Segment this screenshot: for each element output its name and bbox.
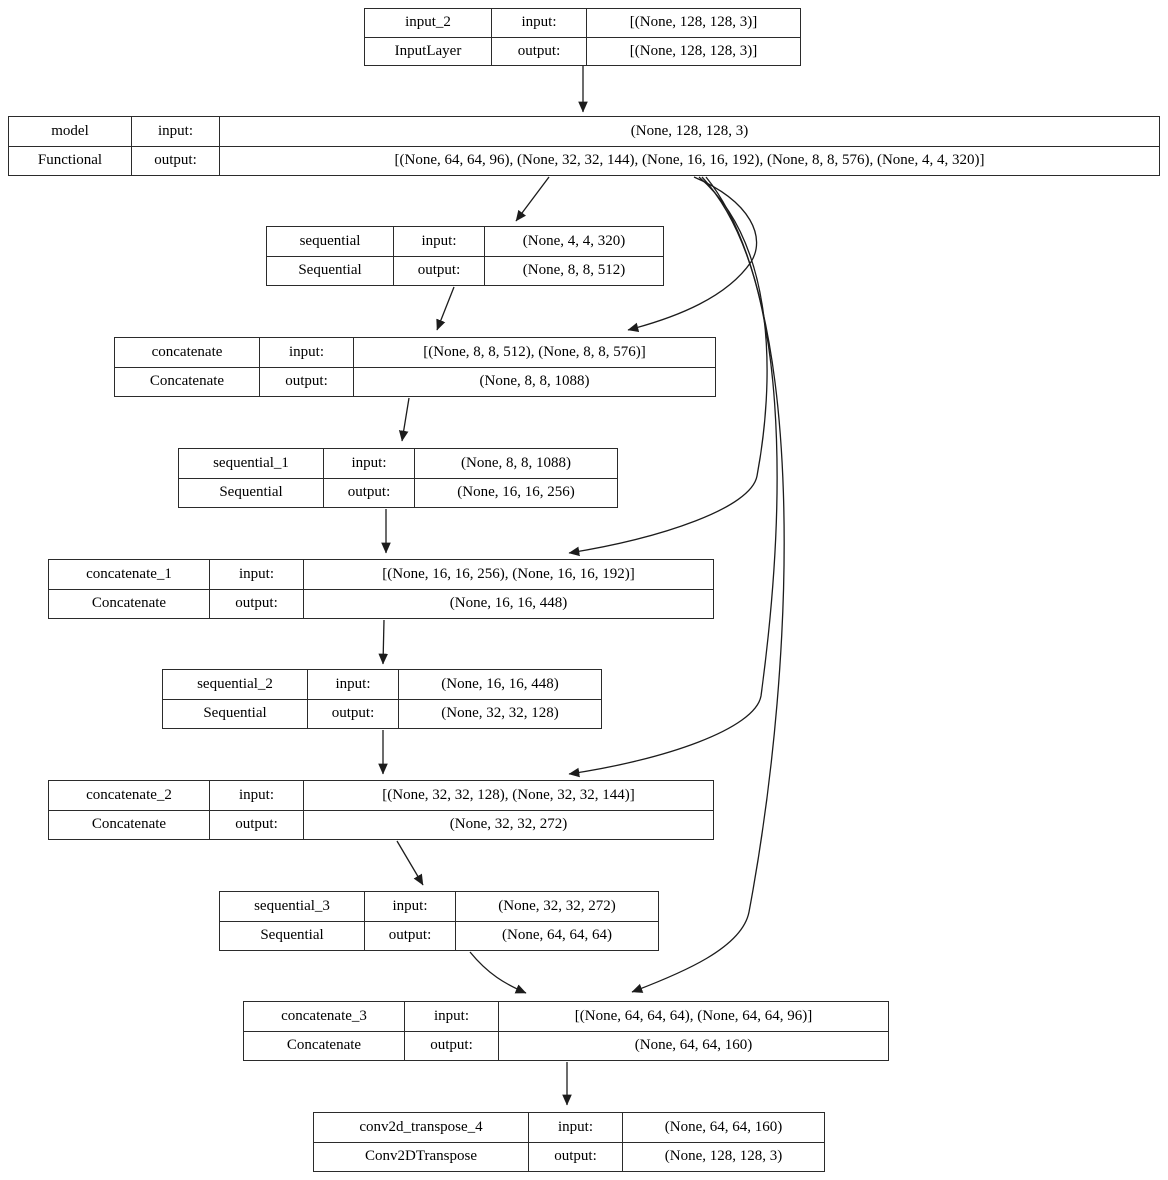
layer-name: concatenate_3 [281, 1007, 367, 1024]
input-shape-value: [(None, 32, 32, 128), (None, 32, 32, 144… [382, 786, 635, 803]
output-shape-value: (None, 16, 16, 256) [415, 477, 617, 508]
input-shape-value: (None, 16, 16, 448) [441, 675, 559, 692]
input-shape-value: [(None, 64, 64, 64), (None, 64, 64, 96)] [574, 1007, 813, 1024]
input-shape-value: (None, 128, 128, 3) [630, 122, 749, 139]
layer-class: Sequential [267, 255, 393, 286]
io-output-label: output: [308, 698, 398, 729]
output-shape-value: [(None, 128, 128, 3)] [587, 36, 800, 66]
io-output-label: output: [210, 588, 303, 619]
layer-name: concatenate_1 [86, 565, 172, 582]
output-shape-value: (None, 32, 32, 128) [399, 698, 601, 729]
output-shape-value: (None, 8, 8, 512) [485, 255, 663, 286]
layer-name: sequential_2 [197, 675, 273, 692]
layer-class: Concatenate [49, 588, 209, 619]
io-output-label: output: [210, 809, 303, 840]
layer-node-concatenate: concatenate Concatenate input: output: [… [114, 337, 716, 397]
layer-class: Functional [9, 145, 131, 176]
layer-name: concatenate_2 [86, 786, 172, 803]
layer-node-conv2d-transpose-4: conv2d_transpose_4 Conv2DTranspose input… [313, 1112, 825, 1172]
layer-class: Concatenate [244, 1030, 404, 1061]
layer-class: Sequential [220, 920, 364, 951]
layer-class: Sequential [179, 477, 323, 508]
layer-node-sequential-3: sequential_3 Sequential input: output: (… [219, 891, 659, 951]
io-input-label: input: [557, 1118, 593, 1135]
io-input-label: input: [157, 122, 193, 139]
layer-node-model: model Functional input: output: (None, 1… [8, 116, 1160, 176]
io-input-label: input: [421, 232, 457, 249]
io-input-label: input: [433, 1007, 469, 1024]
layer-node-sequential-1: sequential_1 Sequential input: output: (… [178, 448, 618, 508]
edge-concatenate-to-sequential_1 [398, 397, 410, 442]
layer-name: input_2 [405, 14, 451, 31]
output-shape-value: (None, 64, 64, 64) [456, 920, 658, 951]
layer-name: sequential_3 [254, 897, 330, 914]
layer-name: model [51, 122, 89, 139]
output-shape-value: (None, 8, 8, 1088) [354, 366, 715, 397]
input-shape-value: (None, 4, 4, 320) [522, 232, 626, 249]
layer-class: Concatenate [115, 366, 259, 397]
layer-node-input-2: input_2 InputLayer input: output: [(None… [364, 8, 801, 66]
io-input-label: input: [521, 14, 557, 31]
io-input-label: input: [238, 786, 274, 803]
input-shape-value: (None, 32, 32, 272) [498, 897, 616, 914]
io-output-label: output: [405, 1030, 498, 1061]
edge-model-to-sequential [515, 176, 550, 222]
layer-name: sequential [299, 232, 361, 249]
output-shape-value: [(None, 64, 64, 96), (None, 32, 32, 144)… [220, 145, 1159, 176]
io-output-label: output: [529, 1141, 622, 1172]
input-shape-value: [(None, 128, 128, 3)] [629, 14, 758, 31]
output-shape-value: (None, 32, 32, 272) [304, 809, 713, 840]
io-output-label: output: [365, 920, 455, 951]
layer-node-sequential-2: sequential_2 Sequential input: output: (… [162, 669, 602, 729]
layer-class: Conv2DTranspose [314, 1141, 528, 1172]
layer-node-concatenate-3: concatenate_3 Concatenate input: output:… [243, 1001, 889, 1061]
layer-node-sequential: sequential Sequential input: output: (No… [266, 226, 664, 286]
io-output-label: output: [260, 366, 353, 397]
edge-concatenate_1-to-sequential_2 [378, 619, 389, 665]
edge-sequential_3-to-concatenate_3 [469, 951, 527, 994]
io-input-label: input: [335, 675, 371, 692]
output-shape-value: (None, 128, 128, 3) [623, 1141, 824, 1172]
layer-node-concatenate-1: concatenate_1 Concatenate input: output:… [48, 559, 714, 619]
io-input-label: input: [392, 897, 428, 914]
io-input-label: input: [238, 565, 274, 582]
layer-name: concatenate [151, 343, 223, 360]
output-shape-value: (None, 16, 16, 448) [304, 588, 713, 619]
io-output-label: output: [492, 36, 586, 66]
edge-sequential-to-concatenate [436, 286, 455, 331]
edge-concatenate_2-to-sequential_3 [396, 840, 424, 886]
input-shape-value: [(None, 16, 16, 256), (None, 16, 16, 192… [382, 565, 635, 582]
io-input-label: input: [351, 454, 387, 471]
io-input-label: input: [288, 343, 324, 360]
input-shape-value: [(None, 8, 8, 512), (None, 8, 8, 576)] [423, 343, 646, 360]
layer-class: Sequential [163, 698, 307, 729]
input-shape-value: (None, 64, 64, 160) [664, 1118, 783, 1135]
layer-class: InputLayer [365, 36, 491, 66]
io-output-label: output: [394, 255, 484, 286]
io-output-label: output: [132, 145, 219, 176]
layer-name: conv2d_transpose_4 [359, 1118, 483, 1135]
layer-node-concatenate-2: concatenate_2 Concatenate input: output:… [48, 780, 714, 840]
input-shape-value: (None, 8, 8, 1088) [461, 454, 571, 471]
layer-name: sequential_1 [213, 454, 289, 471]
layer-class: Concatenate [49, 809, 209, 840]
output-shape-value: (None, 64, 64, 160) [499, 1030, 888, 1061]
io-output-label: output: [324, 477, 414, 508]
